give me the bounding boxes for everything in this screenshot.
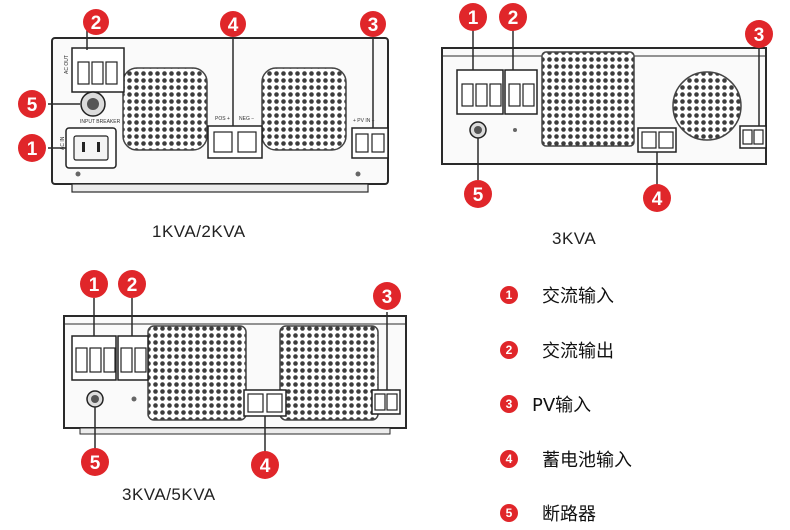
svg-text:4: 4 [228,15,239,36]
legend-item-ac-input: 1 交流输入 [500,282,614,308]
svg-text:2: 2 [508,8,519,29]
legend-badge-5: 5 [500,504,518,522]
svg-text:5: 5 [90,453,101,474]
pv-terminal [371,389,401,415]
ac-output-terminal [504,69,538,115]
fan-grille-left [541,51,635,147]
legend-label: PV输入 [532,395,592,416]
ac-input-terminal [71,335,117,381]
svg-text:4: 4 [652,189,663,210]
legend-badge-2: 2 [500,341,518,359]
breaker-knob [80,91,106,117]
svg-text:1: 1 [27,139,38,160]
marker-1: 1 [18,134,46,162]
screw [131,396,137,402]
pv-in-label: + PV IN − [353,118,375,124]
svg-text:4: 4 [260,456,271,477]
caption-3kva: 3KVA [552,229,597,248]
caption-1kva-2kva: 1KVA/2KVA [152,222,246,241]
svg-text:1: 1 [468,8,479,29]
svg-text:3: 3 [382,287,393,308]
pos-label: POS + [215,116,230,122]
svg-text:2: 2 [91,13,102,34]
screw [75,171,81,177]
marker-5: 5 [464,180,492,208]
screw [355,171,361,177]
pv-terminal [351,127,389,159]
marker-2: 2 [83,9,109,35]
marker-4: 4 [251,451,279,479]
legend-item-battery-input: 4 蓄电池输入 [500,446,632,472]
legend-badge-1: 1 [500,286,518,304]
breaker-knob [469,121,487,139]
ac-output-terminal [117,335,149,381]
battery-terminal [207,125,263,159]
pv-terminal [739,125,767,149]
fan-grille-right [672,71,742,141]
panel-1kva-2kva: AC OUT INPUT BREAKER AC IN POS + NEG − +… [18,9,389,193]
panel-3kva: 1 2 3 4 5 [441,3,773,212]
legend-badge-3: 3 [500,395,518,413]
ac-input-socket [65,127,117,169]
marker-4: 4 [643,184,671,212]
legend-label: 蓄电池输入 [542,450,632,471]
battery-terminal [243,389,287,417]
ac-output-terminal [71,47,125,93]
marker-1: 1 [80,270,108,298]
ac-out-label: AC OUT [64,55,70,74]
legend-item-ac-output: 2 交流输出 [500,337,614,363]
legend-item-breaker: 5 断路器 [500,500,596,526]
fan-grille-right [261,67,347,151]
marker-2: 2 [499,3,527,31]
legend-label: 交流输入 [542,286,614,307]
legend-badge-4: 4 [500,450,518,468]
svg-text:5: 5 [27,95,38,116]
ac-input-terminal [456,69,504,115]
marker-3: 3 [360,11,386,37]
legend-label: 断路器 [542,504,596,525]
svg-text:2: 2 [127,275,138,296]
caption-3kva-5kva: 3KVA/5KVA [122,485,216,504]
marker-5: 5 [18,90,46,118]
fan-grille-left [122,67,208,151]
svg-text:3: 3 [368,15,379,36]
ac-in-label: AC IN [60,136,66,150]
breaker-knob [86,390,104,408]
fan-grille-right [279,325,379,421]
marker-5: 5 [81,448,109,476]
svg-text:3: 3 [754,25,765,46]
screw [513,128,517,132]
housing-foot [71,183,369,193]
input-breaker-label: INPUT BREAKER [80,119,121,125]
marker-4: 4 [220,11,246,37]
marker-3: 3 [745,20,773,48]
legend-item-pv-input: 3 PV输入 [500,391,591,417]
svg-text:1: 1 [89,275,100,296]
marker-1: 1 [459,3,487,31]
legend-label: 交流输出 [542,341,614,362]
marker-3: 3 [373,282,401,310]
battery-terminal [637,127,677,153]
marker-2: 2 [118,270,146,298]
neg-label: NEG − [239,116,254,122]
panel-3kva-5kva: 1 2 3 4 5 [63,270,407,479]
svg-text:5: 5 [473,185,484,206]
fan-grille-left [147,325,247,421]
housing-foot [79,427,391,435]
